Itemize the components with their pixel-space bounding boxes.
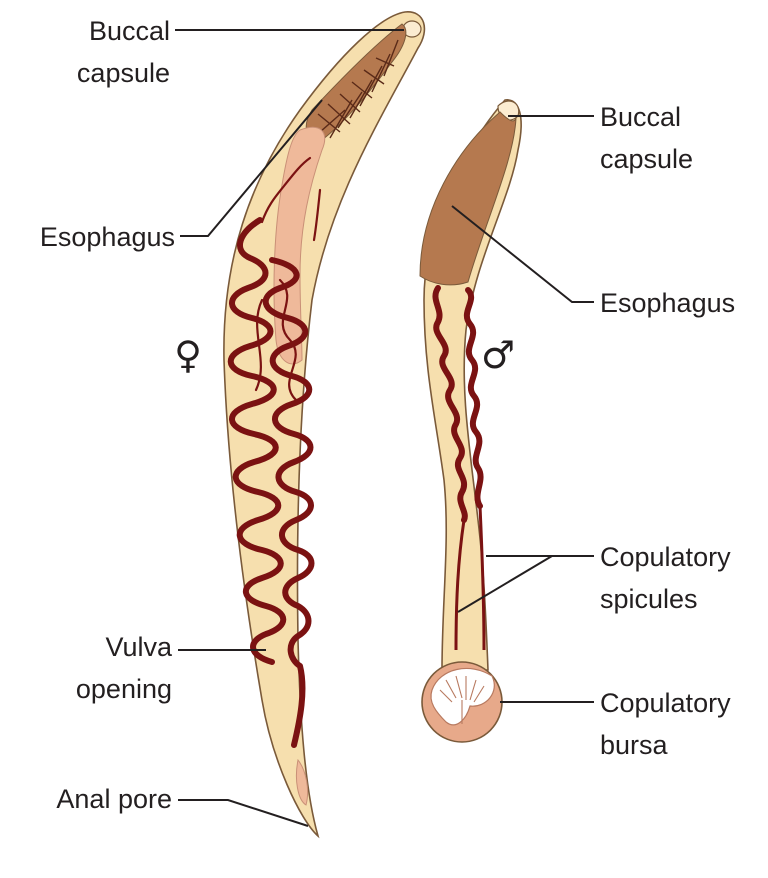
- male-symbol: ♂: [481, 333, 515, 377]
- male-bursa-label-line2: bursa: [600, 730, 669, 760]
- female-buccal-label-line2: capsule: [77, 58, 170, 88]
- male-spicules-label-line2: spicules: [600, 584, 698, 614]
- female-vulva-label-line2: opening: [76, 674, 172, 704]
- male-spicules-label-line1: Copulatory: [600, 542, 731, 572]
- male-bursa-label-line1: Copulatory: [600, 688, 731, 718]
- male-buccal-label-line1: Buccal: [600, 102, 681, 132]
- female-labels: Buccal capsule Esophagus Vulva opening A…: [40, 16, 202, 814]
- female-symbol: ♀: [174, 333, 202, 377]
- female-buccal-label-line1: Buccal: [89, 16, 170, 46]
- female-vulva-label-line1: Vulva: [105, 632, 173, 662]
- male-worm: [420, 100, 521, 742]
- female-anal-pore-label: Anal pore: [56, 784, 172, 814]
- female-esophagus-label: Esophagus: [40, 222, 175, 252]
- male-esophagus-label: Esophagus: [600, 288, 735, 318]
- male-labels: Buccal capsule Esophagus Copulatory spic…: [481, 102, 735, 760]
- female-worm: [224, 12, 425, 836]
- male-buccal-label-line2: capsule: [600, 144, 693, 174]
- leader-female-anal: [178, 800, 308, 826]
